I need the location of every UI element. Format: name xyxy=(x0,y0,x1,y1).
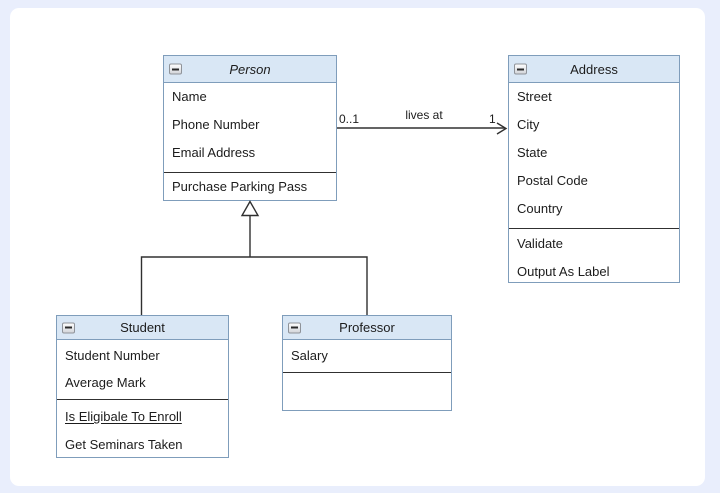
student-attributes: Student Number Average Mark xyxy=(57,340,228,400)
class-address-header: Address xyxy=(509,56,679,83)
class-person[interactable]: Person Name Phone Number Email Address P… xyxy=(163,55,337,201)
class-student-header: Student xyxy=(57,316,228,340)
collapse-minus-icon[interactable] xyxy=(169,63,182,75)
class-professor-header: Professor xyxy=(283,316,451,340)
attribute-row: Average Mark xyxy=(65,375,146,390)
attribute-row: Salary xyxy=(291,348,328,363)
class-address[interactable]: Address Street City State Postal Code Co… xyxy=(508,55,680,283)
association-label: lives at xyxy=(405,108,443,122)
attribute-row: City xyxy=(517,117,540,132)
method-row: Purchase Parking Pass xyxy=(172,179,308,194)
collapse-minus-icon[interactable] xyxy=(62,322,75,333)
method-row: Is Eligibale To Enroll xyxy=(65,409,182,424)
person-methods: Purchase Parking Pass xyxy=(164,173,336,200)
minus-bar xyxy=(291,326,298,329)
method-row: Get Seminars Taken xyxy=(65,437,183,452)
attribute-row: Street xyxy=(517,89,552,104)
class-person-header: Person xyxy=(164,56,336,83)
attribute-row: Email Address xyxy=(172,145,256,160)
method-row: Validate xyxy=(517,236,564,251)
address-attributes: Street City State Postal Code Country xyxy=(509,83,679,229)
student-methods: Is Eligibale To Enroll Get Seminars Take… xyxy=(57,400,228,457)
method-row: Output As Label xyxy=(517,264,610,279)
association-source-multiplicity: 0..1 xyxy=(339,112,360,126)
attribute-row: State xyxy=(517,145,548,160)
professor-methods xyxy=(283,373,451,410)
minus-bar xyxy=(65,326,72,329)
attribute-row: Name xyxy=(172,89,207,104)
minus-bar xyxy=(172,68,179,70)
attribute-row: Student Number xyxy=(65,348,160,363)
class-title: Professor xyxy=(339,320,395,335)
attribute-row: Phone Number xyxy=(172,117,260,132)
collapse-minus-icon[interactable] xyxy=(514,63,527,75)
professor-attributes: Salary xyxy=(283,340,451,373)
class-professor[interactable]: Professor Salary xyxy=(282,315,452,411)
minus-bar xyxy=(517,68,524,70)
class-title: Student xyxy=(120,320,165,335)
class-title: Person xyxy=(229,61,271,77)
association-target-multiplicity: 1 xyxy=(489,112,496,126)
collapse-minus-icon[interactable] xyxy=(288,322,301,333)
class-title: Address xyxy=(570,61,618,77)
empty-method-row xyxy=(283,373,451,401)
person-attributes: Name Phone Number Email Address xyxy=(164,83,336,173)
attribute-row: Country xyxy=(517,201,563,216)
class-student[interactable]: Student Student Number Average Mark Is E… xyxy=(56,315,229,458)
attribute-row: Postal Code xyxy=(517,173,588,188)
address-methods: Validate Output As Label xyxy=(509,229,679,282)
